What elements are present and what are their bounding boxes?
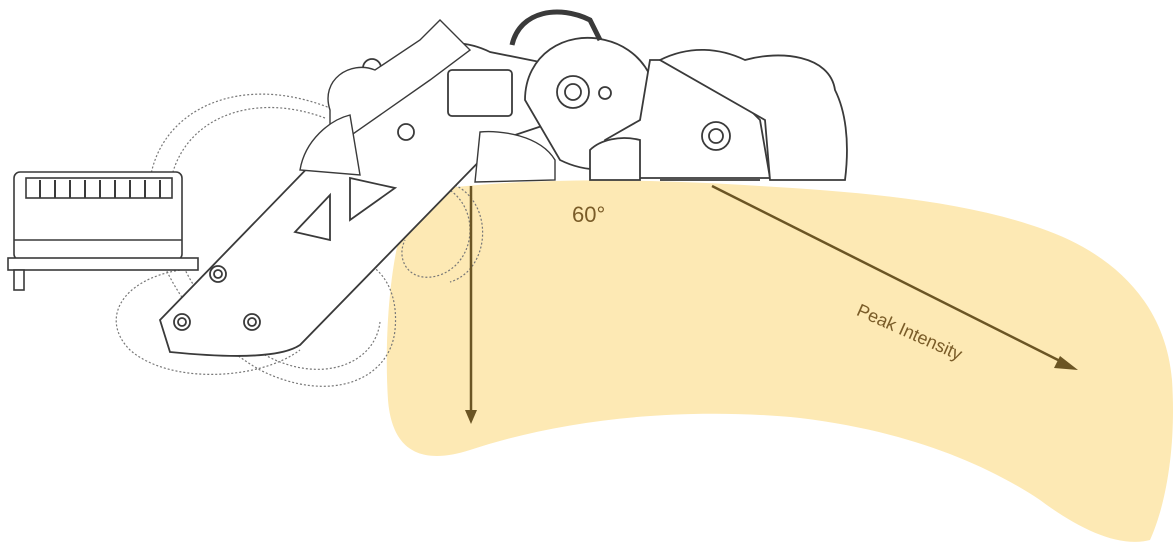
nadir-arrow [465, 186, 477, 424]
angle-label: 60° [572, 202, 606, 227]
lamp-head [589, 48, 848, 181]
mounting-arm [158, 42, 562, 357]
light-spread-area [386, 180, 1174, 542]
driver-box [7, 171, 199, 291]
peak-intensity-arrow [711, 184, 1078, 370]
heatsink-left [299, 19, 556, 183]
top-cable [509, 9, 603, 46]
